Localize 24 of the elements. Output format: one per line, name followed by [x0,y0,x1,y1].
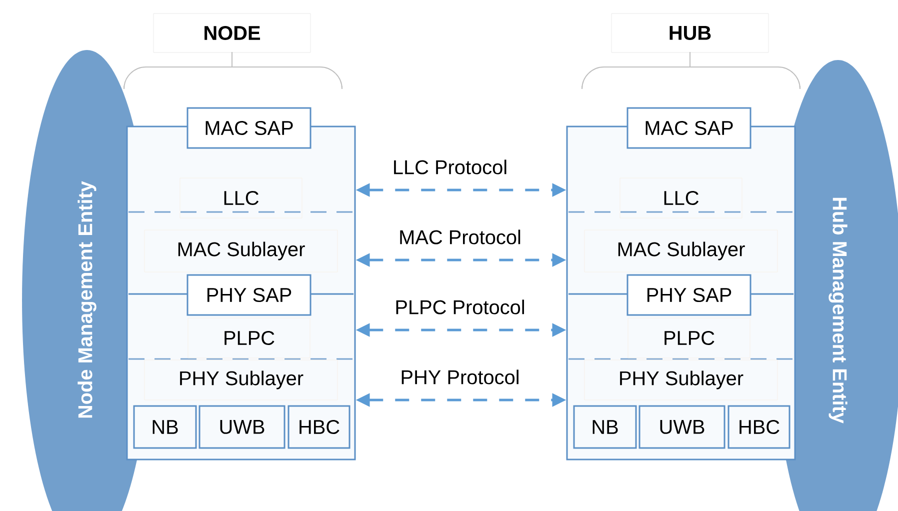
phy-option-box: NB [573,405,637,449]
layer-label: PHY Sublayer [584,360,778,400]
phy-option-box: NB [133,405,197,449]
sap-box: MAC SAP [626,107,752,149]
edge-label: PHY Protocol [398,368,522,386]
sap-box: PHY SAP [186,274,312,316]
sap-box: PHY SAP [626,274,752,316]
layer-label: PLPC [628,318,750,358]
phy-option-box: HBC [728,405,790,449]
edge-label: PLPC Protocol [392,298,528,316]
heading-box: HUB [611,13,769,53]
heading-box: NODE [153,13,311,53]
layer-label: MAC Sublayer [144,230,338,272]
layer-label: PHY Sublayer [144,360,338,400]
phy-option-box: UWB [638,405,726,449]
phy-option-box: HBC [288,405,350,449]
sap-box: MAC SAP [186,107,312,149]
phy-option-box: UWB [198,405,286,449]
layer-label: MAC Sublayer [584,230,778,272]
edge-label: MAC Protocol [396,228,524,246]
edge-label: LLC Protocol [390,158,510,176]
layer-label: PLPC [188,318,310,358]
layer-label: LLC [180,178,302,218]
layer-label: LLC [620,178,742,218]
